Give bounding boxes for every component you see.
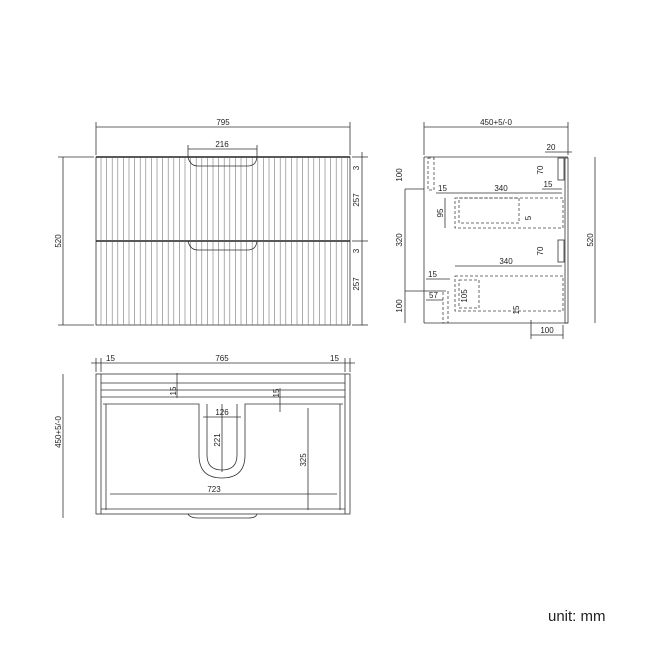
front-view: 795 216 520 3 257 3 257	[54, 118, 368, 326]
dim-rail-top: 70	[536, 165, 545, 174]
dim-drawer-height-top: 95	[436, 208, 445, 217]
dim-bottom-gap: 15	[512, 305, 521, 314]
dim-bottom-thk: 5	[524, 215, 533, 220]
dim-plinth: 100	[395, 299, 404, 313]
dim-rail-left: 15	[169, 386, 178, 395]
dim-drawer-height-bottom: 105	[460, 289, 469, 303]
dim-drawer-top: 257	[352, 193, 361, 207]
dim-back-panel: 20	[547, 143, 556, 152]
dim-gap-top: 3	[352, 165, 361, 170]
dim-rail-bottom: 70	[536, 246, 545, 255]
dim-side-height: 520	[586, 233, 595, 247]
dim-offset-top: 15	[544, 180, 553, 189]
dim-height: 520	[54, 234, 63, 248]
dim-top-rail: 100	[395, 168, 404, 182]
dim-drawer-bottom: 257	[352, 277, 361, 291]
unit-label: unit: mm	[548, 608, 606, 625]
dim-foot: 100	[540, 326, 554, 335]
dim-inner-depth: 325	[299, 453, 308, 467]
dim-plan-depth: 450+5/-0	[54, 416, 63, 448]
dim-inner-width: 765	[215, 354, 229, 363]
dim-rail-right: 15	[272, 388, 281, 397]
dim-drawer-width: 723	[207, 485, 221, 494]
dim-offset-left-bottom: 15	[428, 270, 437, 279]
dim-gap-mid: 3	[352, 248, 361, 253]
dim-width: 795	[216, 118, 230, 127]
dim-drawer-depth-bottom: 340	[499, 257, 513, 266]
side-view: 450+5/-0 20 100 70 15 15 340 95 5 320 70…	[395, 118, 596, 339]
dim-handle-width: 216	[215, 140, 229, 149]
dim-cutout-depth: 221	[213, 433, 222, 447]
handle-cutout-top	[187, 156, 258, 167]
plan-view: 15 765 15 450+5/-0 15 15 126 221 325 723	[54, 354, 355, 519]
dim-bottom-offset: 57	[429, 291, 438, 300]
dim-depth: 450+5/-0	[480, 118, 512, 127]
dim-side-right: 15	[330, 354, 339, 363]
dim-side-left: 15	[106, 354, 115, 363]
dim-mid: 320	[395, 233, 404, 247]
dim-offset-left-top: 15	[438, 184, 447, 193]
dim-drawer-depth-top: 340	[494, 184, 508, 193]
handle-cutout-bottom	[187, 240, 258, 251]
